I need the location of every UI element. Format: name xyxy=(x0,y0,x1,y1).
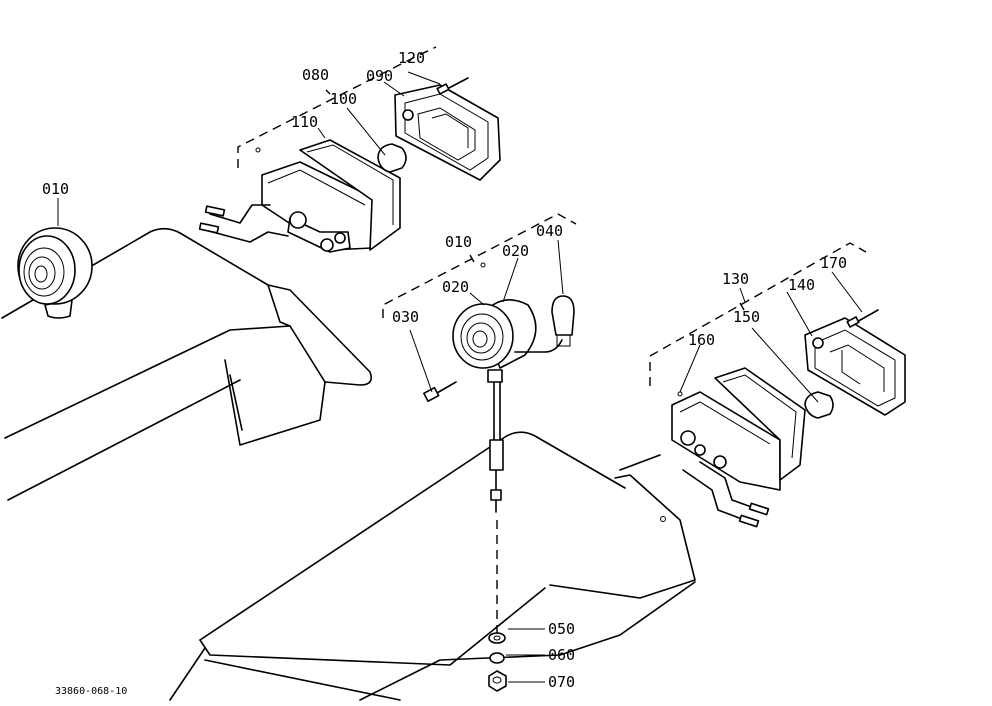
label-100: 100 xyxy=(330,90,357,108)
left-fender xyxy=(1,227,373,501)
part-labels: 010 080 090 100 110 120 010 020 020 040 … xyxy=(42,49,847,697)
label-050: 050 xyxy=(548,620,575,638)
label-060: 060 xyxy=(548,646,575,664)
figure-code: 33860-068-10 xyxy=(55,686,127,697)
label-160: 160 xyxy=(688,331,715,349)
side-lamp-left xyxy=(17,227,93,319)
label-140: 140 xyxy=(788,276,815,294)
label-150: 150 xyxy=(733,308,760,326)
label-030: 030 xyxy=(392,308,419,326)
label-170: 170 xyxy=(820,254,847,272)
label-010-center: 010 xyxy=(445,233,472,251)
label-130: 130 xyxy=(722,270,749,288)
upper-turn-signal-group xyxy=(198,46,501,253)
center-lamp-assembly xyxy=(382,213,577,692)
label-020-right: 020 xyxy=(502,242,529,260)
label-040: 040 xyxy=(536,222,563,240)
right-fender xyxy=(169,431,696,701)
label-010-left: 010 xyxy=(42,180,69,198)
label-120: 120 xyxy=(398,49,425,67)
leader-lines xyxy=(57,71,863,683)
lower-turn-signal-group xyxy=(649,242,906,528)
label-070: 070 xyxy=(548,673,575,691)
label-080: 080 xyxy=(302,66,329,84)
label-090: 090 xyxy=(366,67,393,85)
label-110: 110 xyxy=(291,113,318,131)
label-020-left: 020 xyxy=(442,278,469,296)
